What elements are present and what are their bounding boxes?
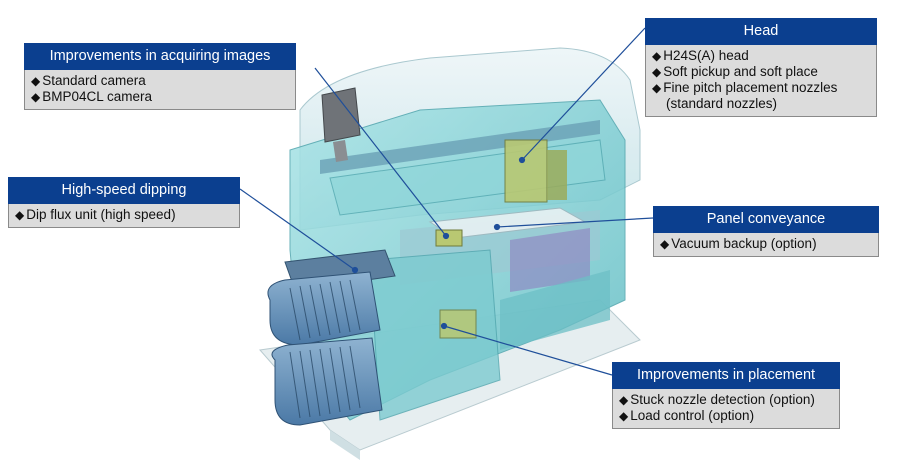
list-item: ◆BMP04CL camera <box>31 89 153 104</box>
gantry-rail <box>320 120 600 174</box>
callout-panel-conveyance: Panel conveyance ◆Vacuum backup (option) <box>653 206 879 257</box>
callout-high-speed-dipping: High-speed dipping ◆Dip flux unit (high … <box>8 177 240 228</box>
callout-body: ◆H24S(A) head ◆Soft pickup and soft plac… <box>645 45 877 117</box>
list-item: ◆Load control (option) <box>619 408 755 423</box>
camera-block <box>435 229 463 247</box>
base-plate-lower <box>330 430 360 460</box>
list-item: ◆Standard camera <box>31 73 146 88</box>
monitor <box>321 87 361 143</box>
list-item: ◆Fine pitch placement nozzles <box>652 80 838 95</box>
front-lower-body <box>369 249 501 421</box>
purple-block <box>510 228 590 292</box>
callout-body: ◆Standard camera ◆BMP04CL camera <box>24 70 296 110</box>
leader-lines <box>239 27 654 376</box>
callout-title: Improvements in placement <box>612 362 840 389</box>
callout-improvements-in-placement: Improvements in placement ◆Stuck nozzle … <box>612 362 840 429</box>
leader-placement <box>443 325 613 376</box>
diamond-bullet-icon: ◆ <box>619 393 629 407</box>
diamond-bullet-icon: ◆ <box>31 90 41 104</box>
diamond-bullet-icon: ◆ <box>652 65 662 79</box>
lower-side-panel <box>500 270 610 350</box>
list-item-continuation: (standard nozzles) <box>666 96 778 111</box>
callout-acquiring-images: Improvements in acquiring images ◆Standa… <box>24 43 296 110</box>
leader-panel <box>496 217 654 228</box>
callout-body: ◆Dip flux unit (high speed) <box>8 204 240 228</box>
diamond-bullet-icon: ◆ <box>15 208 25 222</box>
list-item: ◆Dip flux unit (high speed) <box>15 207 176 222</box>
list-item: ◆H24S(A) head <box>652 48 749 63</box>
head-unit-side <box>547 150 567 200</box>
monitor-arm <box>333 140 348 162</box>
callout-title: Panel conveyance <box>653 206 879 233</box>
list-item: ◆Stuck nozzle detection (option) <box>619 392 815 407</box>
callout-title: Improvements in acquiring images <box>24 43 296 70</box>
list-item: ◆Vacuum backup (option) <box>660 236 817 251</box>
leader-dipping <box>239 188 356 271</box>
callout-body: ◆Stuck nozzle detection (option) ◆Load c… <box>612 389 840 429</box>
callout-head: Head ◆H24S(A) head ◆Soft pickup and soft… <box>645 18 877 117</box>
callout-title: High-speed dipping <box>8 177 240 204</box>
leader-acquiring <box>314 67 447 237</box>
list-item: ◆Soft pickup and soft place <box>652 64 818 79</box>
diamond-bullet-icon: ◆ <box>31 74 41 88</box>
diamond-bullet-icon: ◆ <box>652 81 662 95</box>
feeder-slots <box>289 279 361 419</box>
callout-body: ◆Vacuum backup (option) <box>653 233 879 257</box>
callout-title: Head <box>645 18 877 45</box>
feeder-bank-lower <box>271 337 383 426</box>
diamond-bullet-icon: ◆ <box>652 49 662 63</box>
head-unit <box>504 139 548 203</box>
diamond-bullet-icon: ◆ <box>660 237 670 251</box>
diamond-bullet-icon: ◆ <box>619 409 629 423</box>
leader-head <box>521 27 646 161</box>
